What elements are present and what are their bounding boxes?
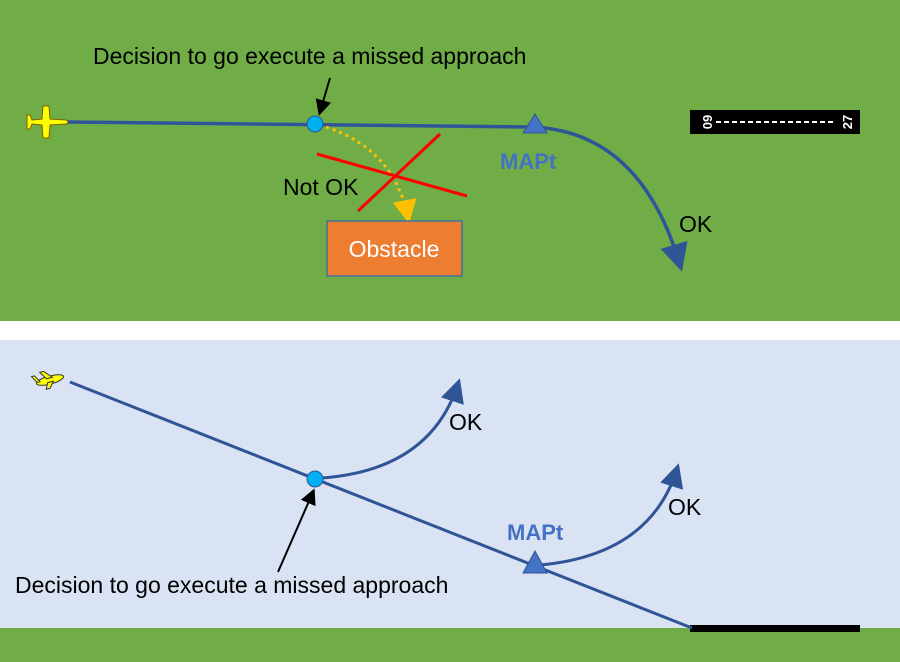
runway-top-view: 09 27 [690, 110, 860, 134]
decision-pointer-arrow [315, 77, 332, 116]
decision-point-marker [306, 470, 324, 488]
mapt-label: MAPt [500, 149, 557, 174]
approach-path [67, 120, 688, 272]
approach-path [69, 380, 693, 630]
ok-label: OK [679, 211, 713, 237]
ok-label-mapt: OK [668, 494, 702, 520]
runway-number-left: 09 [700, 115, 715, 129]
early-missed-approach-path [321, 378, 464, 480]
decision-pointer-arrow [277, 488, 316, 573]
ground-strip [0, 628, 900, 662]
obstacle-box: Obstacle [326, 220, 463, 277]
profile-view-panel: OK OK MAPt Decision to go execute a miss… [0, 340, 900, 662]
runway-number-right: 27 [840, 115, 855, 129]
mapt-triangle-marker [522, 549, 548, 574]
decision-point-marker [306, 115, 324, 133]
decision-label: Decision to go execute a missed approach [93, 43, 526, 69]
cross-line [356, 132, 442, 213]
airplane-icon [30, 370, 65, 390]
not-ok-label: Not OK [283, 174, 359, 200]
top-view-panel: Decision to go execute a missed approach… [0, 0, 900, 321]
decision-label: Decision to go execute a missed approach [15, 572, 448, 598]
ok-label-early: OK [449, 409, 483, 435]
mapt-label: MAPt [507, 520, 564, 545]
runway-profile [690, 625, 860, 632]
obstacle-label: Obstacle [349, 236, 440, 262]
cross-line [316, 152, 468, 198]
mapt-missed-approach-path [539, 463, 684, 567]
airplane-icon [26, 105, 69, 139]
dotted-turn-path [325, 125, 417, 224]
mapt-triangle-marker [522, 113, 548, 134]
